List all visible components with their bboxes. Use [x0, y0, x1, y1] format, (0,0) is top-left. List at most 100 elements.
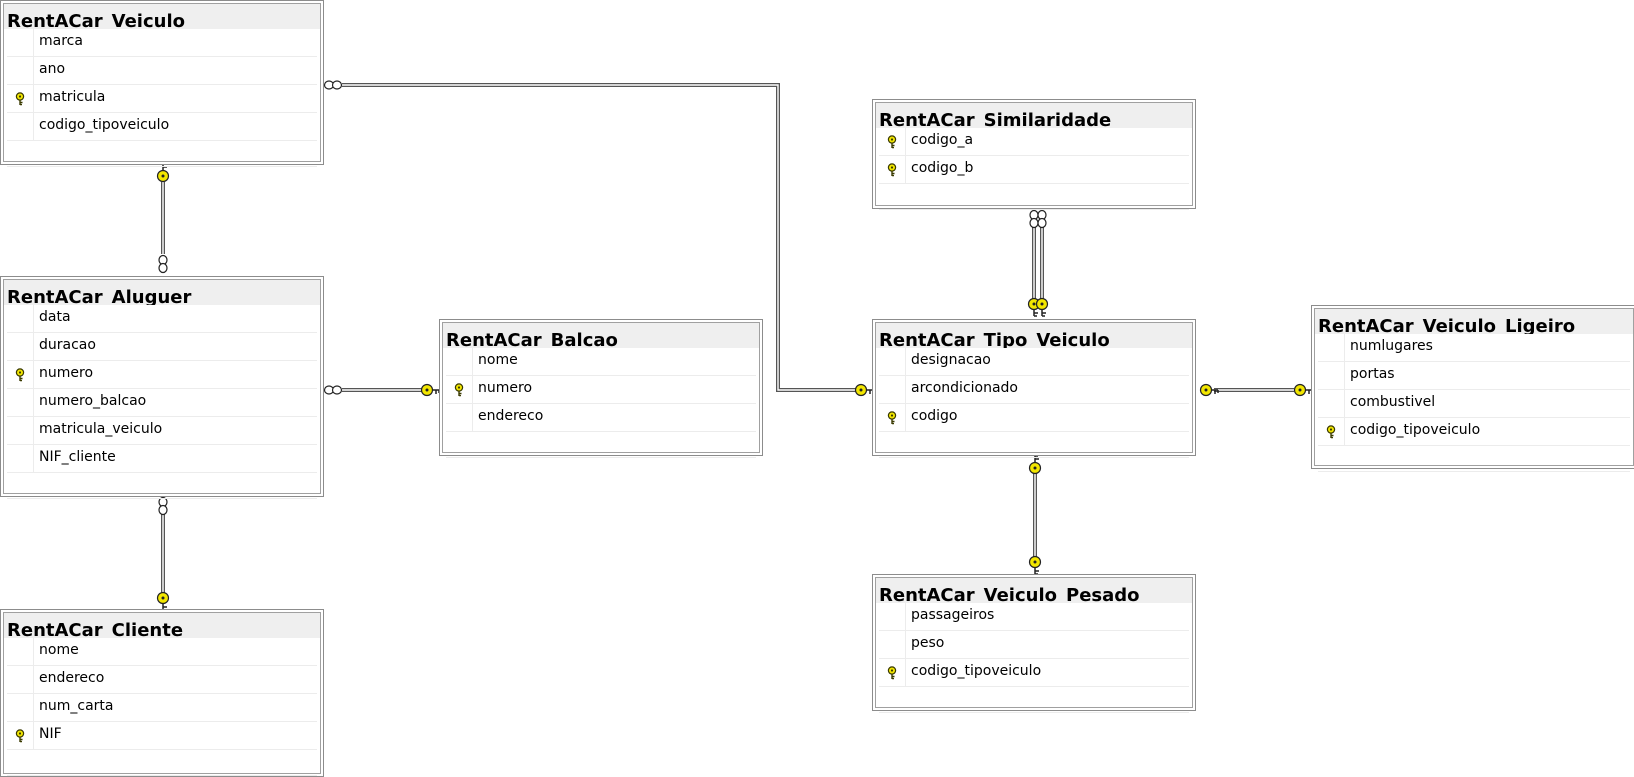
- table-rentacar-veiculo-ligeiro[interactable]: RentACar_Veiculo_Ligeiro numlugares portas…: [1311, 305, 1634, 472]
- row-selector: [8, 29, 34, 56]
- column-name: numero_balcao: [39, 393, 147, 409]
- column-row[interactable]: duracao: [7, 333, 317, 361]
- empty-row: [7, 750, 317, 776]
- column-row[interactable]: numlugares: [1318, 334, 1630, 362]
- column-row[interactable]: nome: [446, 348, 756, 376]
- primary-key-icon: [447, 376, 473, 403]
- table-title: RentACar_Veiculo_Ligeiro: [1318, 316, 1576, 334]
- row-selector: [880, 603, 906, 630]
- table-title: RentACar_Similaridade: [879, 110, 1112, 128]
- empty-row: [879, 432, 1189, 458]
- row-selector: [8, 333, 34, 360]
- column-row[interactable]: passageiros: [879, 603, 1189, 631]
- column-row[interactable]: codigo_tipoveiculo: [7, 113, 317, 141]
- column-row[interactable]: codigo_tipoveiculo: [1318, 418, 1630, 446]
- relationship-veiculo-tipo-veiculo[interactable]: [342, 83, 856, 392]
- column-name: matricula_veiculo: [39, 421, 163, 437]
- column-row[interactable]: num_carta: [7, 694, 317, 722]
- column-row[interactable]: designacao: [879, 348, 1189, 376]
- column-row[interactable]: endereco: [446, 404, 756, 432]
- table-title-bar[interactable]: RentACar_Balcao: [443, 323, 759, 348]
- table-rentacar-tipo-veiculo[interactable]: RentACar_Tipo_Veiculo designacao arcondici…: [872, 319, 1196, 458]
- table-title-bar[interactable]: RentACar_Veiculo: [4, 4, 320, 29]
- column-list: data duracao numero numero_balcao matricula_…: [7, 305, 317, 499]
- column-row[interactable]: combustivel: [1318, 390, 1630, 418]
- column-row[interactable]: NIF_cliente: [7, 445, 317, 473]
- column-name: codigo: [911, 408, 958, 424]
- row-selector: [880, 348, 906, 375]
- column-row[interactable]: numero: [7, 361, 317, 389]
- primary-key-icon: [880, 659, 906, 686]
- column-list: designacao arcondicionado codigo: [879, 348, 1189, 458]
- many-end-icon: [331, 80, 343, 90]
- column-name: arcondicionado: [911, 380, 1018, 396]
- column-row[interactable]: matricula: [7, 85, 317, 113]
- column-row[interactable]: numero_balcao: [7, 389, 317, 417]
- column-row[interactable]: ano: [7, 57, 317, 85]
- empty-row: [7, 141, 317, 167]
- table-title: RentACar_Balcao: [446, 330, 618, 348]
- column-name: matricula: [39, 89, 106, 105]
- column-row[interactable]: numero: [446, 376, 756, 404]
- column-name: NIF: [39, 726, 62, 742]
- row-selector: [8, 113, 34, 140]
- column-name: codigo_b: [911, 160, 974, 176]
- column-name: nome: [478, 352, 518, 368]
- table-title-bar[interactable]: RentACar_Similaridade: [876, 103, 1192, 128]
- empty-row: [1318, 446, 1630, 472]
- column-name: combustivel: [1350, 394, 1436, 410]
- table-title-bar[interactable]: RentACar_Veiculo_Pesado: [876, 578, 1192, 603]
- table-title-bar[interactable]: RentACar_Veiculo_Ligeiro: [1315, 309, 1633, 334]
- column-row[interactable]: arcondicionado: [879, 376, 1189, 404]
- column-row[interactable]: marca: [7, 29, 317, 57]
- column-name: passageiros: [911, 607, 995, 623]
- table-title-bar[interactable]: RentACar_Aluguer: [4, 280, 320, 305]
- column-list: passageiros peso codigo_tipoveiculo: [879, 603, 1189, 713]
- column-row[interactable]: peso: [879, 631, 1189, 659]
- row-selector: [447, 404, 473, 431]
- column-name: numlugares: [1350, 338, 1433, 354]
- column-name: data: [39, 309, 71, 325]
- column-list: nome numero endereco: [446, 348, 756, 458]
- column-row[interactable]: codigo: [879, 404, 1189, 432]
- column-row[interactable]: portas: [1318, 362, 1630, 390]
- column-name: numero: [478, 380, 533, 396]
- table-title: RentACar_Cliente: [7, 620, 184, 638]
- column-name: ano: [39, 61, 66, 77]
- column-name: designacao: [911, 352, 991, 368]
- empty-row: [879, 687, 1189, 713]
- column-row[interactable]: nome: [7, 638, 317, 666]
- row-selector: [1319, 362, 1345, 389]
- row-selector: [880, 631, 906, 658]
- column-list: marca ano matricula codigo_tipoveiculo: [7, 29, 317, 167]
- column-name: codigo_tipoveiculo: [39, 117, 170, 133]
- column-name: numero: [39, 365, 94, 381]
- row-selector: [8, 666, 34, 693]
- column-row[interactable]: endereco: [7, 666, 317, 694]
- table-title-bar[interactable]: RentACar_Tipo_Veiculo: [876, 323, 1192, 348]
- column-row[interactable]: codigo_a: [879, 128, 1189, 156]
- row-selector: [1319, 390, 1345, 417]
- column-row[interactable]: matricula_veiculo: [7, 417, 317, 445]
- table-title-bar[interactable]: RentACar_Cliente: [4, 613, 320, 638]
- column-row[interactable]: codigo_tipoveiculo: [879, 659, 1189, 687]
- column-name: codigo_tipoveiculo: [911, 663, 1042, 679]
- row-selector: [1319, 334, 1345, 361]
- primary-key-icon: [1319, 418, 1345, 445]
- table-rentacar-veiculo-pesado[interactable]: RentACar_Veiculo_Pesado passageiros peso co…: [872, 574, 1196, 713]
- column-name: duracao: [39, 337, 96, 353]
- column-row[interactable]: codigo_b: [879, 156, 1189, 184]
- column-name: codigo_tipoveiculo: [1350, 422, 1481, 438]
- column-row[interactable]: NIF: [7, 722, 317, 750]
- row-selector: [8, 445, 34, 472]
- column-row[interactable]: data: [7, 305, 317, 333]
- primary-key-icon: [8, 361, 34, 388]
- row-selector: [447, 348, 473, 375]
- column-list: codigo_a codigo_b: [879, 128, 1189, 210]
